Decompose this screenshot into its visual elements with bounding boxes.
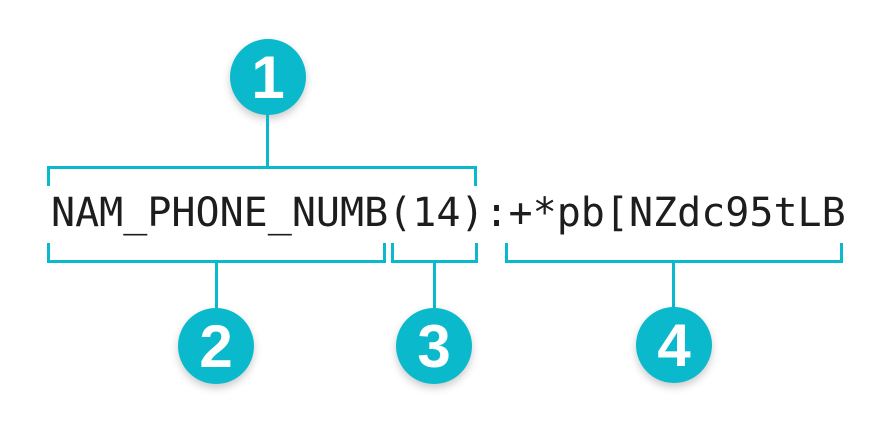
callout-3-badge: 3	[396, 308, 472, 384]
callout-2-bracket	[47, 243, 386, 263]
callout-2-stem	[215, 262, 218, 308]
callout-4-bracket	[505, 243, 843, 263]
callout-1-badge: 1	[230, 39, 306, 115]
callout-1-bracket	[47, 166, 477, 186]
callout-4-stem	[672, 262, 675, 308]
callout-2-badge: 2	[178, 308, 254, 384]
callout-3-bracket	[391, 243, 478, 263]
callout-1-stem	[266, 112, 269, 166]
callout-4-badge: 4	[636, 307, 712, 383]
callout-3-stem	[433, 262, 436, 308]
record-string: NAM_PHONE_NUMB(14):+*pb[NZdc95tLB	[51, 190, 846, 236]
